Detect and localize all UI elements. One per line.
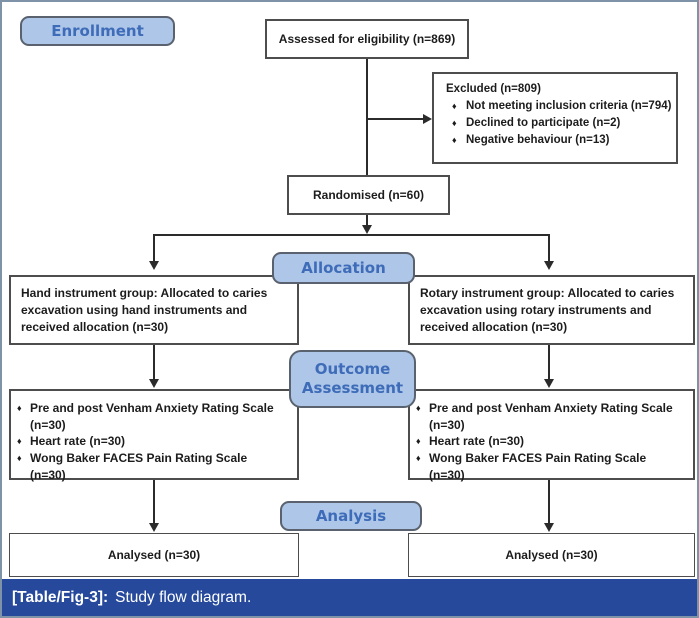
allocation-right-box: Rotary instrument group: Allocated to ca… [408, 275, 695, 345]
assessed-eligibility-box: Assessed for eligibility (n=869) [265, 19, 469, 59]
split-line [153, 234, 550, 236]
connector-assessed-randomised [366, 59, 368, 175]
outcome-item-line: (n=30) [429, 417, 465, 432]
connector-randomised-split [366, 215, 368, 226]
outcome-item-line: (n=30) [30, 467, 66, 482]
arrowhead-split-icon [362, 225, 372, 234]
outcome-left-list: ♦ Pre and post Venham Anxiety Rating Sca… [17, 400, 293, 483]
outcome-item-text: Heart rate (n=30) [429, 433, 524, 450]
diamond-bullet-icon: ♦ [17, 436, 22, 447]
enrollment-stage-badge: Enrollment [20, 16, 175, 46]
allocation-left-box: Hand instrument group: Allocated to cari… [9, 275, 299, 345]
outcome-item: ♦ Heart rate (n=30) [17, 433, 293, 450]
enrollment-stage-label: Enrollment [51, 21, 144, 40]
figure-caption-label: [Table/Fig-3]: [12, 588, 109, 606]
outcome-item-line: (n=30) [30, 417, 66, 432]
arrowhead-outcome-right-icon [544, 379, 554, 388]
outcome-item-line: Wong Baker FACES Pain Rating Scale [429, 451, 647, 466]
assessed-eligibility-label: Assessed for eligibility (n=869) [278, 31, 456, 46]
outcome-assessment-stage-badge: Outcome Assessment [289, 350, 416, 408]
analysed-left-label: Analysed (n=30) [107, 547, 201, 562]
connector-alloc-outcome-right [548, 345, 550, 379]
excluded-title: Excluded (n=809) [446, 83, 541, 95]
outcome-item-text: Pre and post Venham Anxiety Rating Scale… [30, 400, 274, 433]
connector-split-right [548, 234, 550, 261]
excluded-item-text: Negative behaviour (n=13) [466, 133, 610, 146]
excluded-item: ♦ Declined to participate (n=2) [446, 115, 670, 132]
diamond-bullet-icon: ♦ [452, 134, 457, 145]
diamond-bullet-icon: ♦ [452, 100, 457, 111]
diamond-bullet-icon: ♦ [416, 403, 421, 413]
outcome-item: ♦ Wong Baker FACES Pain Rating Scale (n=… [17, 450, 293, 483]
outcome-item-line: Pre and post Venham Anxiety Rating Scale [30, 401, 274, 415]
diamond-bullet-icon: ♦ [452, 117, 457, 128]
allocation-left-text: Hand instrument group: Allocated to cari… [21, 286, 268, 334]
randomised-label: Randomised (n=60) [312, 187, 425, 202]
connector-outcome-analysed-left [153, 480, 155, 523]
diamond-bullet-icon: ♦ [416, 453, 421, 464]
randomised-box: Randomised (n=60) [287, 175, 450, 215]
outcome-item: ♦ Heart rate (n=30) [416, 433, 689, 450]
outcome-assessment-stage-label: Outcome Assessment [301, 360, 404, 397]
connector-split-left [153, 234, 155, 261]
diamond-bullet-icon: ♦ [17, 403, 22, 413]
outcome-item: ♦ Pre and post Venham Anxiety Rating Sca… [416, 400, 689, 433]
allocation-stage-label: Allocation [301, 258, 386, 277]
outcome-item-line: (n=30) [429, 467, 465, 482]
analysed-left-box: Analysed (n=30) [9, 533, 299, 577]
diamond-bullet-icon: ♦ [416, 436, 421, 447]
allocation-right-text: Rotary instrument group: Allocated to ca… [420, 286, 675, 334]
figure-caption-text: Study flow diagram. [115, 588, 252, 606]
outcome-left-box: ♦ Pre and post Venham Anxiety Rating Sca… [9, 389, 299, 483]
outcome-item-text: Heart rate (n=30) [30, 433, 125, 450]
outcome-item-text: Wong Baker FACES Pain Rating Scale (n=30… [429, 450, 646, 483]
excluded-item-text: Declined to participate (n=2) [466, 116, 621, 129]
arrowhead-analysed-right-icon [544, 523, 554, 532]
analysed-right-box: Analysed (n=30) [408, 533, 695, 577]
arrowhead-excluded-icon [423, 114, 432, 124]
analysis-stage-badge: Analysis [280, 501, 422, 531]
allocation-stage-badge: Allocation [272, 252, 415, 284]
outcome-item-line: Heart rate (n=30) [429, 434, 525, 449]
outcome-right-list: ♦ Pre and post Venham Anxiety Rating Sca… [416, 400, 689, 483]
analysis-stage-label: Analysis [315, 506, 387, 525]
arrowhead-analysed-left-icon [149, 523, 159, 532]
excluded-list: ♦ Not meeting inclusion criteria (n=794)… [446, 98, 672, 149]
arrowhead-alloc-right-icon [544, 261, 554, 270]
outcome-right-box: ♦ Pre and post Venham Anxiety Rating Sca… [408, 389, 695, 483]
connector-outcome-analysed-right [548, 480, 550, 523]
diamond-bullet-icon: ♦ [17, 453, 22, 464]
arrowhead-alloc-left-icon [149, 261, 159, 270]
excluded-item: ♦ Negative behaviour (n=13) [446, 132, 670, 149]
excluded-item-text: Not meeting inclusion criteria (n=794) [466, 99, 672, 112]
outcome-item: ♦ Wong Baker FACES Pain Rating Scale (n=… [416, 450, 689, 483]
outcome-item-text: Wong Baker FACES Pain Rating Scale (n=30… [30, 450, 247, 483]
figure-caption-bar: [Table/Fig-3]: Study flow diagram. [2, 579, 697, 616]
outcome-item-line: Pre and post Venham Anxiety Rating Scale [429, 401, 673, 415]
outcome-item-line: Heart rate (n=30) [30, 434, 126, 449]
connector-alloc-outcome-left [153, 345, 155, 379]
outcome-item: ♦ Pre and post Venham Anxiety Rating Sca… [17, 400, 293, 433]
excluded-box: Excluded (n=809) ♦ Not meeting inclusion… [432, 72, 678, 164]
analysed-right-label: Analysed (n=30) [505, 547, 598, 562]
excluded-item: ♦ Not meeting inclusion criteria (n=794) [446, 98, 672, 115]
connector-excluded-branch [367, 118, 423, 120]
outcome-item-text: Pre and post Venham Anxiety Rating Scale… [429, 400, 673, 433]
outcome-item-line: Wong Baker FACES Pain Rating Scale [30, 451, 248, 466]
arrowhead-outcome-left-icon [149, 379, 159, 388]
